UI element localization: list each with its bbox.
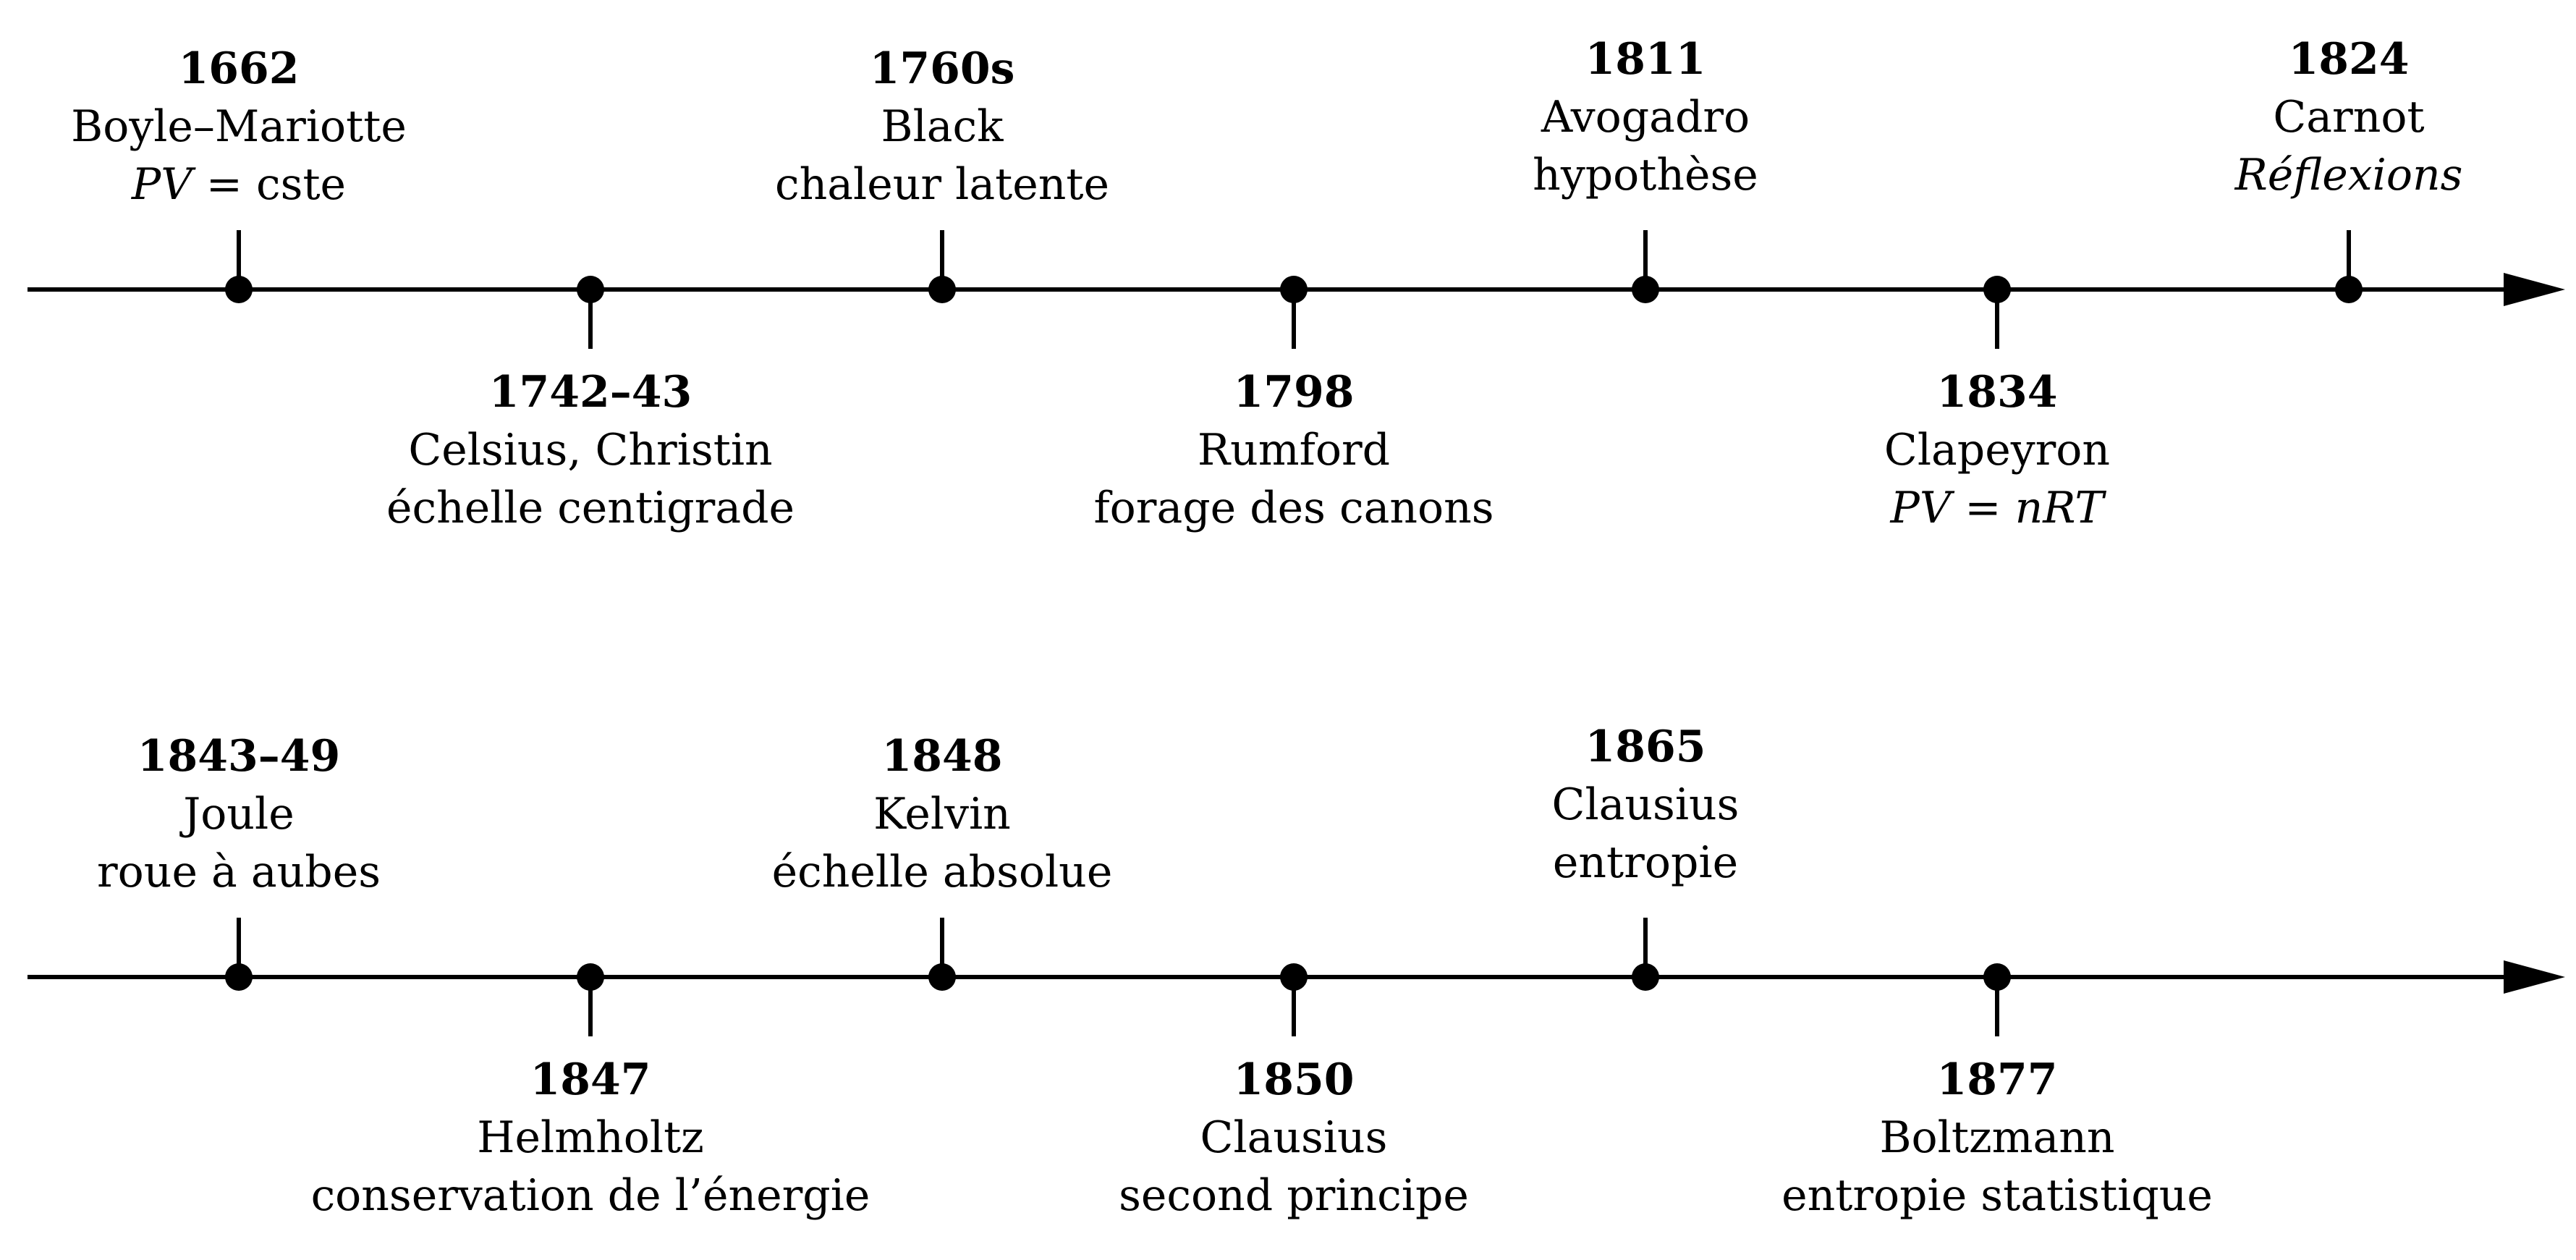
event-description: entropie statistique: [1781, 1170, 2213, 1221]
event-description: conservation de l’énergie: [311, 1170, 870, 1221]
event-dot: [928, 276, 956, 303]
event-name: Boltzmann: [1879, 1112, 2114, 1163]
event-year: 1742–43: [489, 367, 692, 418]
event-dot: [1632, 963, 1659, 991]
event-year: 1848: [882, 731, 1003, 782]
event-dot: [1280, 276, 1308, 303]
event-name: Boyle–Mariotte: [71, 101, 407, 152]
event-name: Avogadro: [1541, 92, 1750, 143]
event-year: 1798: [1234, 367, 1355, 418]
event-description: échelle centigrade: [386, 483, 795, 533]
event-description: PV = nRT: [1890, 483, 2107, 533]
event-dot: [1983, 963, 2011, 991]
event-name: Clausius: [1200, 1112, 1388, 1163]
event-name: Clapeyron: [1884, 425, 2110, 475]
event-description: Réflexions: [2234, 150, 2463, 200]
event-name: Joule: [179, 789, 295, 840]
event-year: 1877: [1937, 1054, 2058, 1105]
event-year: 1824: [2289, 34, 2410, 85]
event-dot: [225, 963, 253, 991]
event-dot: [2335, 276, 2363, 303]
event-description: échelle absolue: [772, 847, 1113, 897]
event-year: 1834: [1937, 367, 2058, 418]
event-description: forage des canons: [1093, 483, 1494, 533]
event-dot: [577, 276, 604, 303]
event-year: 1811: [1585, 34, 1706, 85]
event-name: Kelvin: [873, 789, 1011, 840]
event-dot: [1983, 276, 2011, 303]
event-name: Black: [881, 101, 1004, 152]
event-description: entropie: [1553, 837, 1738, 888]
event-name: Carnot: [2273, 92, 2424, 143]
event-description: second principe: [1119, 1170, 1469, 1221]
event-description: hypothèse: [1533, 150, 1758, 200]
event-name: Helmholtz: [477, 1112, 704, 1163]
axis-arrowhead: [2504, 273, 2565, 306]
event-year: 1847: [530, 1054, 651, 1105]
event-name: Clausius: [1552, 779, 1740, 830]
event-dot: [225, 276, 253, 303]
event-year: 1865: [1585, 722, 1706, 772]
event-name: Celsius, Christin: [408, 425, 772, 475]
event-year: 1760s: [870, 43, 1015, 94]
event-name: Rumford: [1198, 425, 1390, 475]
event-year: 1850: [1234, 1054, 1355, 1105]
event-dot: [1280, 963, 1308, 991]
event-year: 1662: [179, 43, 300, 94]
event-dot: [577, 963, 604, 991]
event-description: roue à aubes: [97, 847, 381, 897]
event-description: PV = cste: [131, 159, 346, 210]
event-year: 1843–49: [137, 731, 341, 782]
event-dot: [1632, 276, 1659, 303]
event-description: chaleur latente: [775, 159, 1109, 210]
event-dot: [928, 963, 956, 991]
axis-arrowhead: [2504, 960, 2565, 994]
